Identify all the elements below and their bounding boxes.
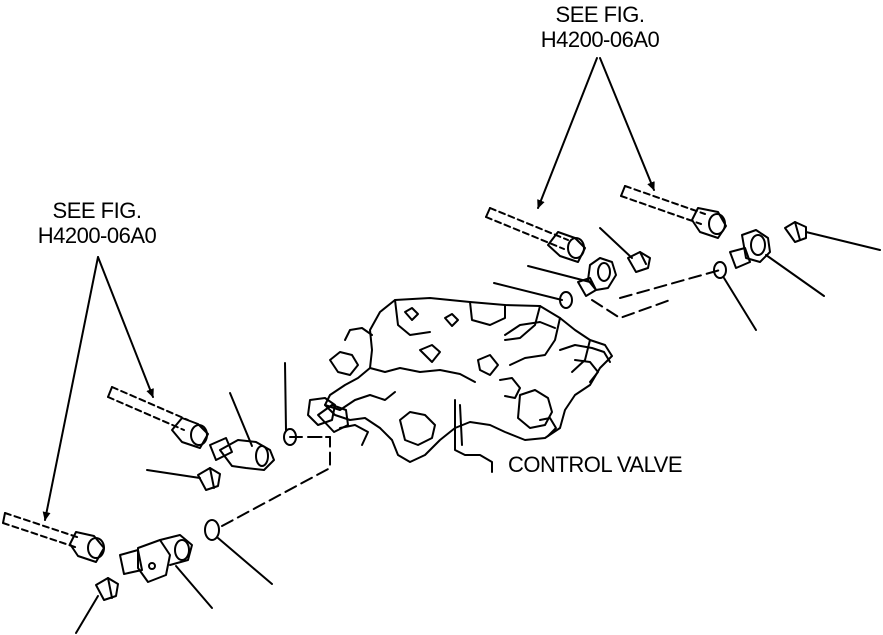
reference-callout-top-right: SEE FIG. H4200-06A0 xyxy=(520,2,680,52)
left-reference-arrows xyxy=(42,256,154,521)
hose-mid-left xyxy=(107,386,209,449)
hose-top-right xyxy=(620,185,727,239)
callout-line2: H4200-06A0 xyxy=(37,223,157,248)
callout-line1: SEE FIG. xyxy=(52,198,142,223)
left-port-fitting xyxy=(317,404,349,433)
leader-lines xyxy=(75,227,881,634)
elbow-fitting-mid xyxy=(209,437,275,471)
elbow-fitting-top-center xyxy=(577,257,617,297)
assembly-centerlines xyxy=(221,269,721,527)
plug-fitting-mid xyxy=(197,467,221,491)
hose-top-left xyxy=(485,207,586,263)
callout-line2: H4200-06A0 xyxy=(540,27,660,52)
hose-bottom-left xyxy=(2,512,105,563)
tee-fitting-bottom xyxy=(119,534,193,583)
elbow-fitting-right xyxy=(729,229,771,269)
control-valve-label: CONTROL VALVE xyxy=(508,452,683,477)
reference-callout-left: SEE FIG. H4200-06A0 xyxy=(22,198,172,248)
top-right-reference-arrows xyxy=(537,57,655,209)
callout-line1: SEE FIG. xyxy=(555,2,645,27)
control-valve-body xyxy=(307,297,613,473)
plug-fitting-top xyxy=(627,251,651,273)
o-rings xyxy=(204,261,727,541)
plug-fitting-right xyxy=(784,221,807,243)
plug-fitting-bottom xyxy=(95,577,119,601)
